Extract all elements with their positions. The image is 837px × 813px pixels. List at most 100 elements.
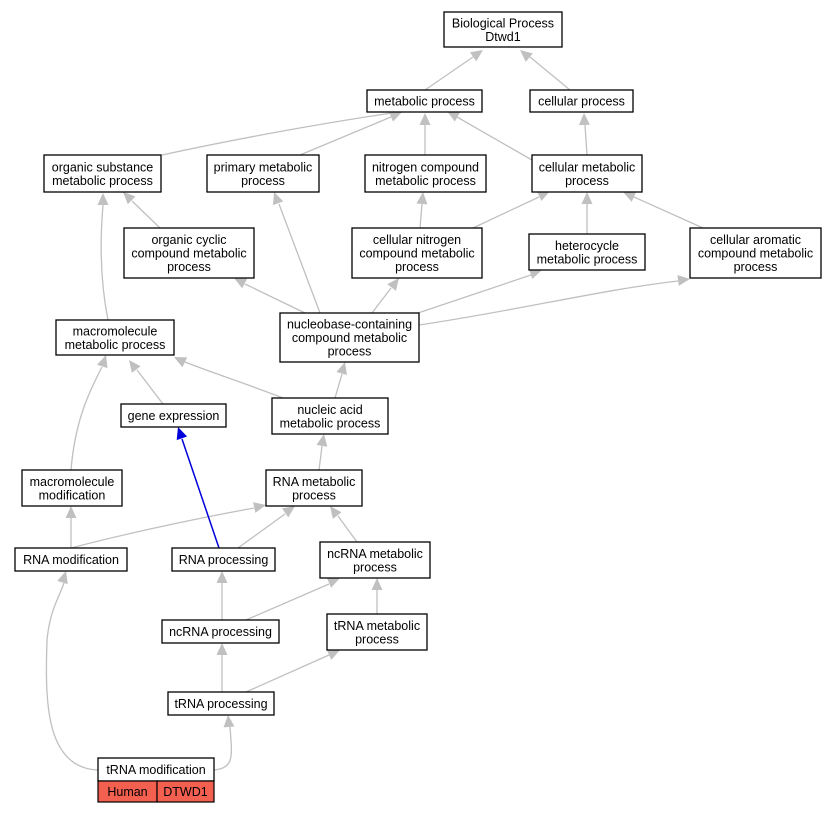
node-label: nucleobase-containing <box>287 318 412 332</box>
node-label: compound metabolic <box>698 247 813 261</box>
node-ncrp[interactable]: ncRNA processing <box>161 619 280 644</box>
gene-tag-bg <box>156 780 215 803</box>
arrowhead-arom-nucb <box>677 275 690 286</box>
arrowhead-trnap-trnamod <box>223 715 235 728</box>
node-box <box>171 547 276 572</box>
node-trnamod[interactable]: tRNA modification <box>97 757 215 782</box>
edge-trnam-trnap <box>245 654 330 693</box>
node-label: Dtwd1 <box>485 30 520 44</box>
arrowhead-macro-nuca <box>174 357 188 368</box>
arrowhead-org-macro <box>97 193 109 205</box>
edge-cell-bp <box>529 56 571 91</box>
arrowhead-org-occ <box>123 192 136 205</box>
species-tag-label: Human <box>107 785 147 799</box>
edge-met-prim <box>299 116 392 156</box>
node-box <box>326 613 428 651</box>
node-label: process <box>292 488 336 502</box>
node-box <box>364 154 487 193</box>
edge-het-nucb <box>417 274 532 314</box>
edge-org-macro <box>100 204 109 321</box>
species-tag: Human <box>97 780 158 803</box>
gene-tag-label: DTWD1 <box>163 785 207 799</box>
edge-nucb-nuca <box>334 373 343 399</box>
node-label: cellular metabolic <box>539 160 636 174</box>
edge-macro-mmod <box>70 366 103 471</box>
node-box <box>366 89 483 113</box>
node-label: gene expression <box>128 409 220 423</box>
arrowhead-met-cmet <box>447 111 461 122</box>
node-trnap[interactable]: tRNA processing <box>167 691 275 716</box>
arrowhead-trnam-trnap <box>326 649 340 660</box>
node-box <box>265 469 363 507</box>
node-box <box>43 154 162 193</box>
node-label: cellular aromatic <box>710 233 801 247</box>
node-label: compound metabolic <box>292 331 407 345</box>
node-box <box>161 619 280 644</box>
arrowhead-nucb-nuca <box>336 362 347 376</box>
arrowhead-gene-rnap <box>176 427 188 441</box>
node-box <box>123 227 255 279</box>
node-rnap[interactable]: RNA processing <box>171 547 276 572</box>
arrowhead-cmet-het <box>581 192 593 204</box>
node-label: metabolic process <box>280 416 381 430</box>
node-box <box>271 397 389 435</box>
node-label: cellular nitrogen <box>373 233 461 247</box>
node-cell[interactable]: cellular process <box>529 89 634 113</box>
node-label: tRNA processing <box>174 697 267 711</box>
edge-ncrm-ncrp <box>245 583 330 621</box>
edge-met-bp <box>424 56 474 91</box>
node-label: nucleic acid <box>297 403 362 417</box>
node-box <box>279 312 420 363</box>
edge-cmet-cnit <box>472 196 540 229</box>
node-label: heterocycle <box>555 239 619 253</box>
node-box <box>443 11 563 48</box>
arrowhead-rnamod-trnamod <box>57 571 68 585</box>
node-label: process <box>734 260 778 274</box>
node-box <box>14 547 128 572</box>
arrowhead-rnam-ncrm <box>330 506 342 519</box>
node-label: metabolic process <box>537 252 638 266</box>
arrowhead-rnam-rnamod <box>253 502 266 513</box>
node-label: tRNA modification <box>106 763 205 777</box>
node-box <box>55 319 175 356</box>
arrowhead-cnit-nucb <box>387 278 399 291</box>
node-rnamod[interactable]: RNA modification <box>14 547 128 572</box>
edge-rnam-ncrm <box>337 515 358 543</box>
node-met[interactable]: metabolic process <box>366 89 483 113</box>
node-label: RNA processing <box>179 553 269 567</box>
arrowhead-rnam-rnap <box>282 506 295 518</box>
arrowhead-ncrp-trnap <box>216 643 228 655</box>
edge-macro-gene <box>136 369 164 405</box>
arrowhead-ncrm-trnam <box>371 578 383 590</box>
node-label: metabolic process <box>52 174 153 188</box>
node-box <box>351 227 483 279</box>
node-label: RNA modification <box>23 553 119 567</box>
arrowhead-het-nucb <box>528 268 542 279</box>
arrowhead-macro-gene <box>129 360 141 373</box>
edge-arom-nucb <box>418 280 679 326</box>
node-gene[interactable]: gene expression <box>120 403 227 428</box>
node-box <box>528 233 646 271</box>
edges-layer <box>45 50 704 771</box>
node-label: RNA metabolic <box>273 475 356 489</box>
edge-trnap-trnamod <box>213 726 233 771</box>
arrowhead-occ-nucb <box>234 278 248 289</box>
